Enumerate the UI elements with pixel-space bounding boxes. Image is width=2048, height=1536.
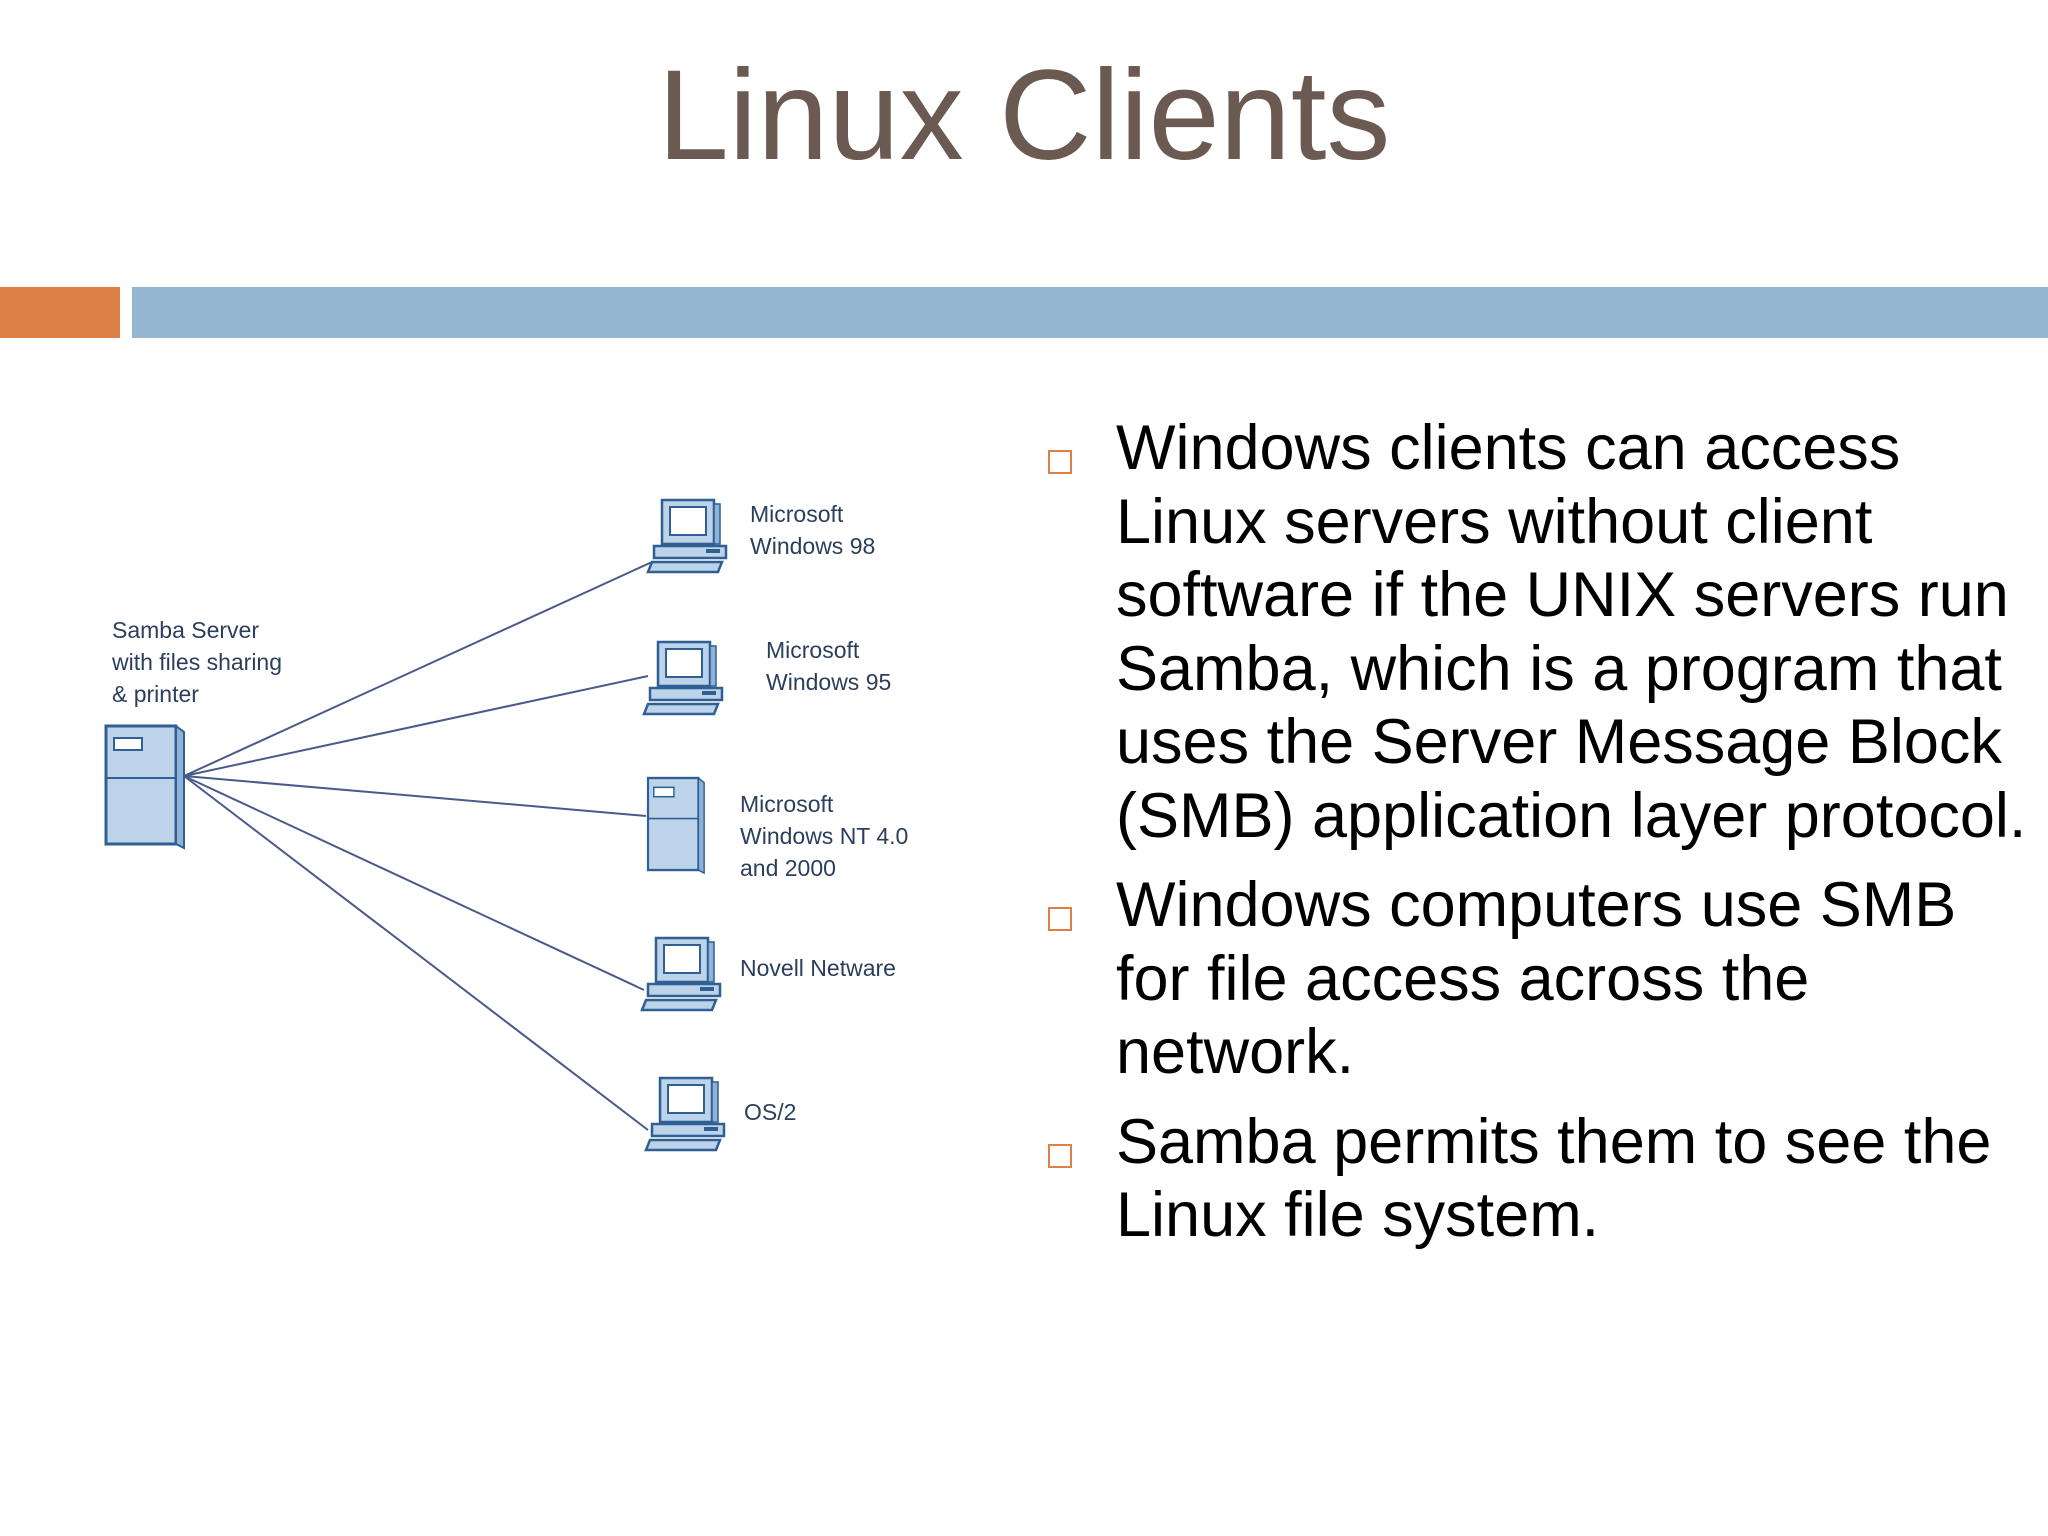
client-novell-netware: Novell Netware bbox=[640, 936, 896, 1012]
square-bullet-icon bbox=[1048, 450, 1072, 474]
link-windows-nt bbox=[183, 775, 647, 817]
network-links bbox=[183, 561, 653, 1131]
client-os2-label: OS/2 bbox=[744, 1099, 796, 1125]
link-os2 bbox=[183, 775, 649, 1131]
title-accent-blue-bar bbox=[132, 287, 2048, 338]
desktop-computer-icon bbox=[646, 498, 728, 574]
client-windows-95: Microsoft Windows 95 bbox=[642, 637, 891, 716]
desktop-computer-icon bbox=[644, 1076, 726, 1152]
client-windows-nt-label-line-3: and 2000 bbox=[740, 855, 836, 881]
server-label-line-2: with files sharing bbox=[111, 649, 282, 675]
client-windows-95-label-line-1: Microsoft bbox=[766, 637, 860, 663]
client-windows-98-label-line-2: Windows 98 bbox=[750, 533, 875, 559]
server-tower-icon bbox=[104, 724, 186, 850]
client-windows-nt: Microsoft Windows NT 4.0 and 2000 bbox=[646, 776, 908, 881]
client-windows-nt-label-line-2: Windows NT 4.0 bbox=[740, 823, 908, 849]
title-accent-orange-bar bbox=[0, 287, 120, 338]
link-novell-netware bbox=[183, 775, 645, 991]
client-novell-netware-label: Novell Netware bbox=[740, 955, 896, 981]
desktop-computer-icon bbox=[642, 640, 724, 716]
square-bullet-icon bbox=[1048, 1143, 1072, 1168]
link-windows-98 bbox=[183, 561, 653, 777]
bullet-list: Windows clients can access Linux servers… bbox=[1040, 412, 2040, 1269]
client-windows-98-label-line-1: Microsoft bbox=[750, 501, 844, 527]
server-label-line-3: & printer bbox=[112, 681, 199, 707]
server-label-line-1: Samba Server bbox=[112, 617, 259, 643]
client-windows-95-label-line-2: Windows 95 bbox=[766, 669, 891, 695]
client-windows-nt-label-line-1: Microsoft bbox=[740, 791, 834, 817]
desktop-computer-icon bbox=[640, 936, 722, 1012]
server-tower-icon bbox=[646, 776, 706, 875]
square-bullet-icon bbox=[1048, 907, 1072, 931]
bullet-item: Samba permits them to see the Linux file… bbox=[1040, 1106, 2040, 1253]
samba-server: Samba Server with files sharing & printe… bbox=[104, 617, 282, 850]
bullet-text: Samba permits them to see the Linux file… bbox=[1116, 1106, 1992, 1251]
bullet-item: Windows clients can access Linux servers… bbox=[1040, 412, 2040, 853]
client-os2: OS/2 bbox=[644, 1076, 796, 1152]
samba-network-diagram: Samba Server with files sharing & printe… bbox=[104, 498, 908, 1152]
client-windows-98: Microsoft Windows 98 bbox=[646, 498, 875, 574]
bullet-text: Windows clients can access Linux servers… bbox=[1116, 413, 2027, 851]
link-windows-95 bbox=[183, 675, 649, 777]
bullet-text: Windows computers use SMB for file acces… bbox=[1116, 870, 1957, 1087]
bullet-item: Windows computers use SMB for file acces… bbox=[1040, 869, 2040, 1090]
slide-title: Linux Clients bbox=[657, 44, 1391, 187]
